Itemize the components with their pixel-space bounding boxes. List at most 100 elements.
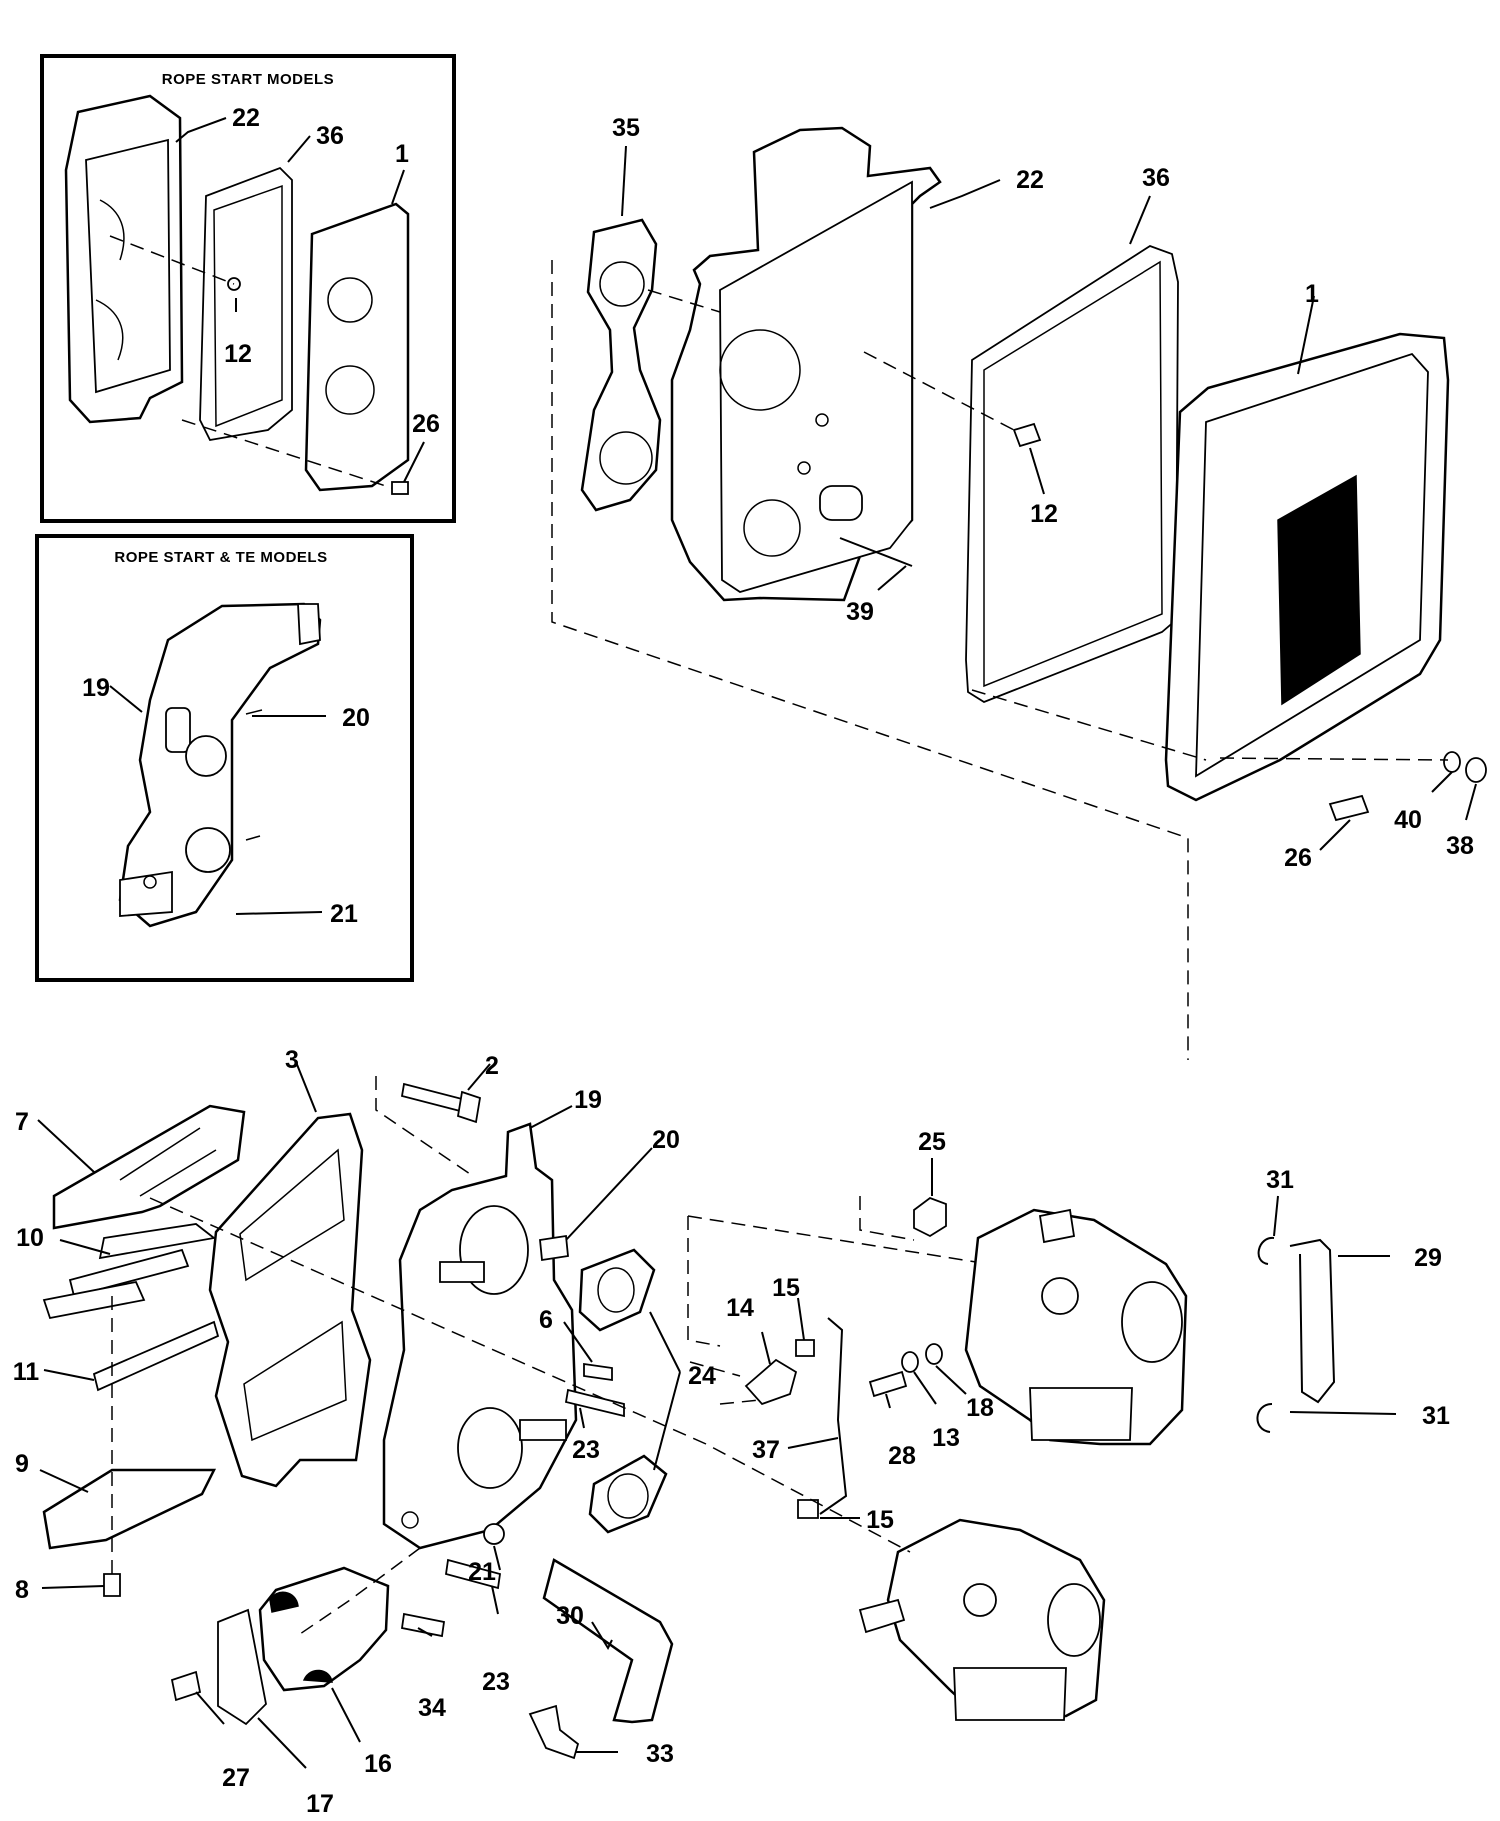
label-31-lower: 31	[1422, 1402, 1450, 1430]
label-7: 7	[15, 1108, 29, 1136]
bolt-26	[1328, 794, 1370, 822]
gasket-3	[208, 1112, 372, 1488]
cover-1-grille	[1277, 474, 1361, 706]
screw-2	[400, 1082, 468, 1114]
intake-housing-22-face	[719, 180, 913, 593]
label-10: 10	[16, 1224, 44, 1252]
label-17: 17	[306, 1790, 334, 1818]
label-19: 19	[574, 1086, 602, 1114]
inset-label-20: 20	[342, 704, 370, 732]
screw-23-lower	[444, 1558, 502, 1590]
label-37: 37	[752, 1436, 780, 1464]
gasket-24-upper	[578, 1248, 656, 1332]
clamp-31-lower	[1256, 1403, 1273, 1433]
label-2: 2	[485, 1052, 499, 1080]
inset-rope-start-te-frame	[35, 534, 414, 982]
label-6: 6	[539, 1306, 553, 1334]
label-27: 27	[222, 1764, 250, 1792]
label-40: 40	[1394, 806, 1422, 834]
screw-6	[583, 1362, 613, 1382]
intake-manifold-19	[382, 1122, 578, 1550]
label-26: 26	[1284, 844, 1312, 872]
inset-label-19: 19	[82, 674, 110, 702]
label-8: 8	[15, 1576, 29, 1604]
inset-cover-1	[304, 202, 410, 492]
reed-plate-9	[42, 1468, 217, 1550]
reed-petal-10c	[42, 1280, 146, 1320]
nut-38	[1465, 757, 1487, 783]
manifold-port-lower	[457, 1407, 523, 1489]
label-23-upper: 23	[572, 1436, 600, 1464]
label-25: 25	[918, 1128, 946, 1156]
inset-rope-start-te: ROPE START & TE MODELS 19 20 21	[35, 534, 414, 982]
label-21: 21	[468, 1558, 496, 1586]
screw-28	[868, 1370, 908, 1398]
label-18: 18	[966, 1394, 994, 1422]
label-16: 16	[364, 1750, 392, 1778]
plate-17	[217, 1608, 267, 1726]
carburetor-lower-bore	[1047, 1583, 1101, 1657]
label-31-upper: 31	[1266, 1166, 1294, 1194]
carburetor-upper-bore	[1121, 1281, 1183, 1363]
inset-bolt-26	[391, 481, 409, 495]
boss-housing-22	[819, 485, 863, 521]
label-9: 9	[15, 1450, 29, 1478]
label-3: 3	[285, 1046, 299, 1074]
label-24: 24	[688, 1362, 716, 1390]
inset-label-1: 1	[395, 140, 409, 168]
reed-petal-10b	[68, 1248, 190, 1298]
label-14: 14	[726, 1294, 754, 1322]
inset-gasket-36	[199, 166, 293, 442]
label-1: 1	[1305, 280, 1319, 308]
clamp-31-upper	[1257, 1236, 1275, 1265]
gasket-24-lower	[588, 1454, 668, 1534]
washer-18	[925, 1343, 943, 1365]
inset-rope-start-te-title: ROPE START & TE MODELS	[114, 549, 327, 566]
reed-block-7	[52, 1104, 246, 1230]
label-22: 22	[1016, 166, 1044, 194]
label-33: 33	[646, 1740, 674, 1768]
label-28: 28	[888, 1442, 916, 1470]
carburetor-upper-bowl	[1029, 1387, 1133, 1441]
label-15-upper: 15	[772, 1274, 800, 1302]
link-bracket-14	[744, 1358, 798, 1406]
inset-housing-22-rim	[85, 138, 171, 394]
screw-27	[170, 1670, 202, 1702]
inset-boss-19	[165, 707, 191, 753]
inset-label-36: 36	[316, 122, 344, 150]
label-38: 38	[1446, 832, 1474, 860]
washer-13	[901, 1351, 919, 1373]
reed-stop-11	[92, 1320, 220, 1392]
hose-30	[542, 1558, 674, 1724]
link-rod-37	[819, 1317, 848, 1515]
label-36: 36	[1142, 164, 1170, 192]
hose-29	[1289, 1238, 1336, 1404]
inset-label-26: 26	[412, 410, 440, 438]
inset-label-12: 12	[224, 340, 252, 368]
label-35: 35	[612, 114, 640, 142]
carburetor-lower-bowl	[953, 1667, 1067, 1721]
label-11: 11	[13, 1358, 40, 1386]
label-12: 12	[1030, 500, 1058, 528]
stud-39	[839, 537, 913, 567]
reed-petal-10	[98, 1223, 217, 1260]
gasket-36	[965, 245, 1179, 704]
nut-15-lower	[797, 1499, 819, 1519]
label-34: 34	[418, 1694, 446, 1722]
label-30: 30	[556, 1602, 584, 1630]
clamp-33	[528, 1704, 580, 1760]
screw-34	[400, 1612, 446, 1638]
upper-assembly: 35 22 36 1 12 39 26 40 38	[551, 114, 1487, 1060]
washer-40	[1443, 751, 1461, 773]
lower-assembly: 2 3 7 19 20 10 6 14 15 24 11 23 9 8 21 3…	[13, 1046, 1450, 1818]
stud-20	[539, 1234, 569, 1262]
inset-rope-start-title: ROPE START MODELS	[162, 71, 334, 88]
carburetor-upper	[964, 1208, 1188, 1446]
label-29: 29	[1414, 1244, 1442, 1272]
screw-8	[103, 1573, 121, 1597]
gasket-35	[580, 218, 662, 512]
inset-rope-start: ROPE START MODELS 22 36 1 12 26	[40, 54, 456, 523]
label-20: 20	[652, 1126, 680, 1154]
screw-12	[1012, 422, 1042, 448]
